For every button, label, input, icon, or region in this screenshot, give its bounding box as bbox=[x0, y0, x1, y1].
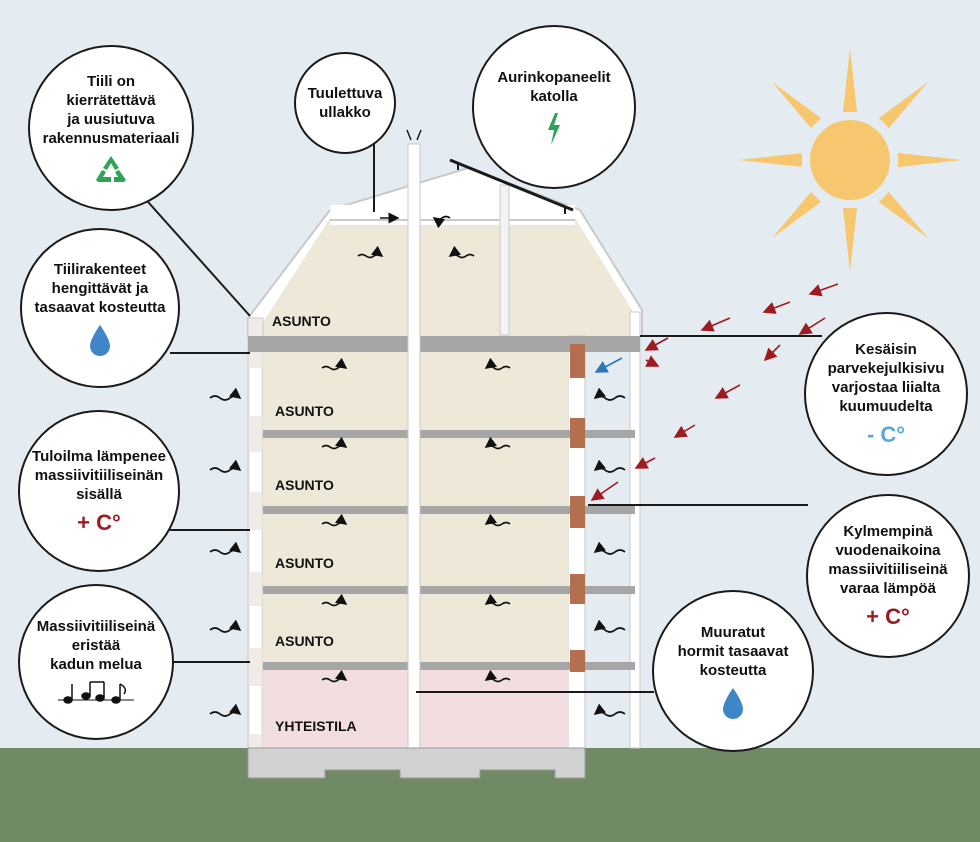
room-label: ASUNTO bbox=[275, 555, 334, 571]
callout-shade: Kesäisin parvekejulkisivu varjostaa liia… bbox=[804, 312, 968, 476]
callout-text: Tuulettuva ullakko bbox=[307, 85, 383, 121]
callout-text: Kylmempinä vuodenaikoina massiivitiilise… bbox=[828, 523, 948, 597]
roof bbox=[247, 158, 643, 337]
chimney-vent-arrows bbox=[406, 129, 422, 141]
street-windows bbox=[250, 368, 261, 734]
callout-text: Tiilirakenteet hengittävät ja tasaavat k… bbox=[34, 260, 166, 316]
callout-text: Muuratut hormit tasaavat kosteutta bbox=[677, 623, 789, 679]
recycle-icon bbox=[96, 156, 126, 182]
foundation bbox=[247, 747, 586, 779]
water-drop-icon bbox=[723, 687, 743, 719]
callout-text: Kesäisin parvekejulkisivu varjostaa liia… bbox=[827, 341, 945, 415]
callout-solar: Aurinkopaneelit katolla bbox=[472, 25, 636, 189]
callout-heat-storage: Kylmempinä vuodenaikoina massiivitiilise… bbox=[806, 494, 970, 658]
callout-text: Tuloilma lämpenee massiivitiiliseinän si… bbox=[32, 447, 166, 503]
callout-text: Aurinkopaneelit katolla bbox=[497, 69, 611, 105]
floor-slabs bbox=[248, 336, 640, 670]
room-label: YHTEISTILA bbox=[275, 718, 357, 734]
chimney bbox=[407, 143, 421, 749]
room-label: ASUNTO bbox=[275, 633, 334, 649]
heat-ray-arrows bbox=[590, 283, 839, 501]
sun-icon bbox=[738, 48, 962, 272]
water-drop-icon bbox=[90, 324, 110, 356]
callout-noise: Massiivitiiliseinä eristää kadun melua bbox=[18, 584, 174, 740]
balcony-facade bbox=[629, 311, 641, 749]
cool-arrow bbox=[594, 357, 623, 373]
temperature-minus: - C° bbox=[866, 422, 906, 447]
airflow-arrows bbox=[209, 212, 626, 717]
room-label: ASUNTO bbox=[275, 477, 334, 493]
courtyard-wall bbox=[567, 335, 586, 749]
callout-attic: Tuulettuva ullakko bbox=[294, 52, 396, 154]
temperature-plus: + C° bbox=[866, 604, 910, 629]
callout-moisture: Tiilirakenteet hengittävät ja tasaavat k… bbox=[20, 228, 180, 388]
room-label: ASUNTO bbox=[272, 313, 331, 329]
callout-recycling: Tiili on kierrätettävä ja uusiutuva rake… bbox=[28, 45, 194, 211]
music-notes-icon bbox=[58, 680, 134, 704]
callout-text: Massiivitiiliseinä eristää kadun melua bbox=[36, 617, 156, 673]
callout-text: Tiili on kierrätettävä ja uusiutuva rake… bbox=[42, 73, 180, 147]
callout-supply-air: Tuloilma lämpenee massiivitiiliseinän si… bbox=[18, 410, 180, 572]
lightning-icon bbox=[548, 113, 560, 145]
room-label: ASUNTO bbox=[275, 403, 334, 419]
temperature-plus: + C° bbox=[77, 509, 121, 535]
brick-wall-sections bbox=[570, 344, 585, 672]
callout-chimneys: Muuratut hormit tasaavat kosteutta bbox=[652, 590, 814, 752]
callout-leader-lines bbox=[131, 130, 822, 693]
